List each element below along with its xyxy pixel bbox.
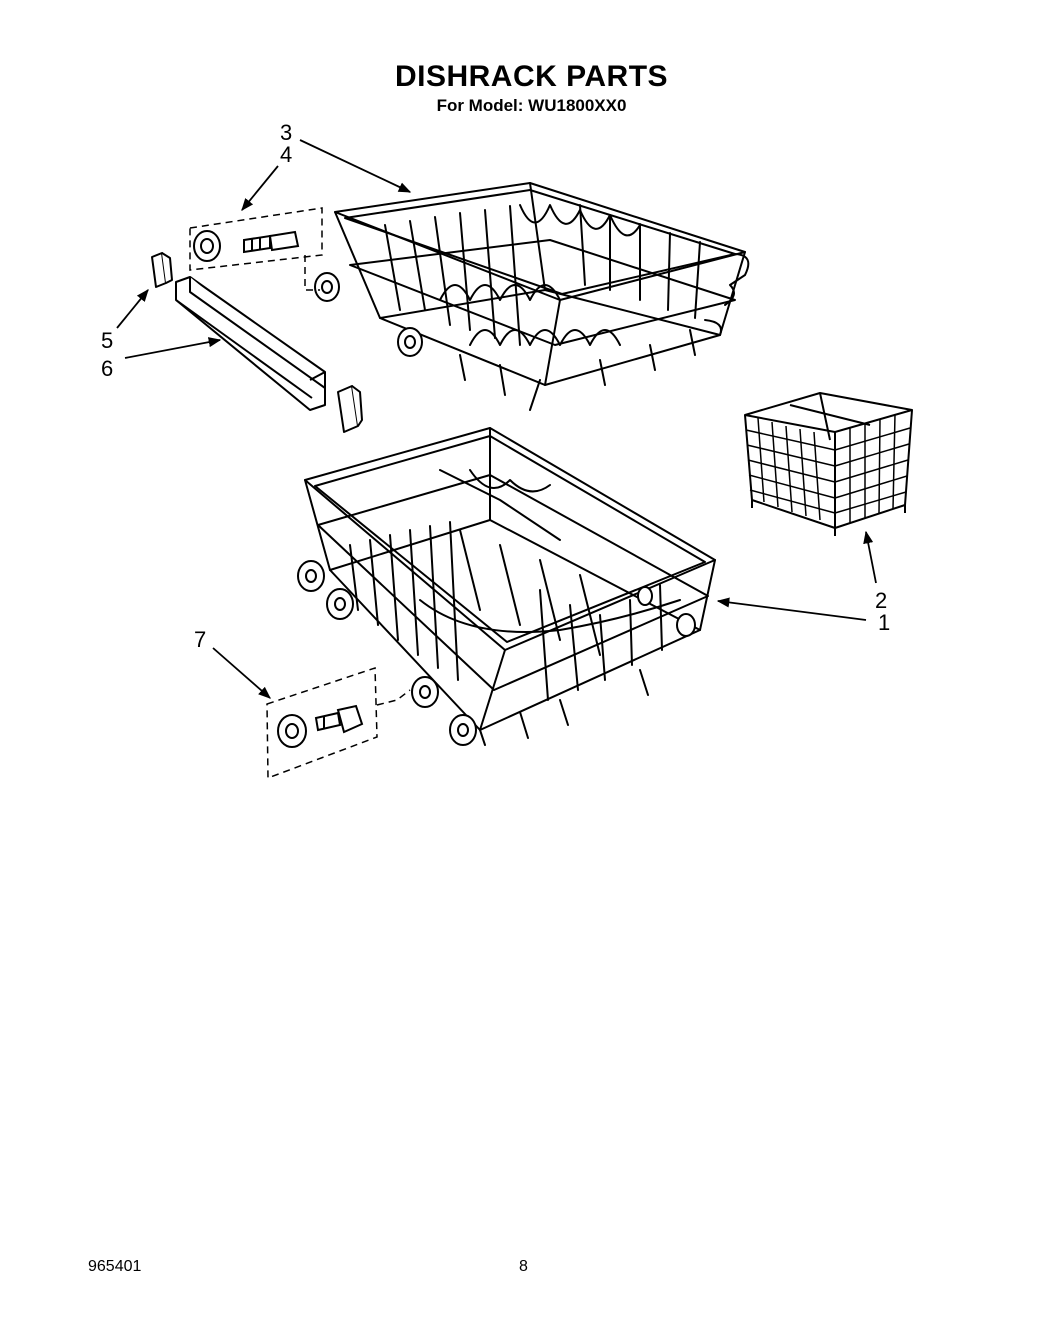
upper-rack [334, 182, 750, 411]
callout-1: 1 [878, 610, 890, 635]
callout-4: 4 [280, 142, 292, 167]
leader-lines [116, 139, 877, 699]
dishrack-rail [175, 276, 326, 411]
callout-labels: 3 4 5 6 7 2 1 [101, 120, 890, 652]
lower-rack [304, 427, 716, 746]
upper-wheel-kit [189, 207, 323, 291]
callout-6: 6 [101, 356, 113, 381]
model-subtitle: For Model: WU1800XX0 [436, 96, 627, 115]
silverware-basket [744, 392, 913, 536]
lower-rack-wheels [297, 560, 696, 746]
rail-end-cap-bottom [337, 385, 363, 433]
callout-7: 7 [194, 627, 206, 652]
page-number: 8 [519, 1258, 528, 1275]
document-number: 965401 [88, 1258, 142, 1275]
callout-5: 5 [101, 328, 113, 353]
rail-end-cap-top [151, 252, 173, 288]
page-title: DISHRACK PARTS [394, 60, 669, 93]
callout-2: 2 [875, 588, 887, 613]
lower-wheel-kit [266, 666, 411, 780]
callout-3: 3 [280, 120, 292, 145]
upper-rack-wheels [314, 272, 423, 357]
